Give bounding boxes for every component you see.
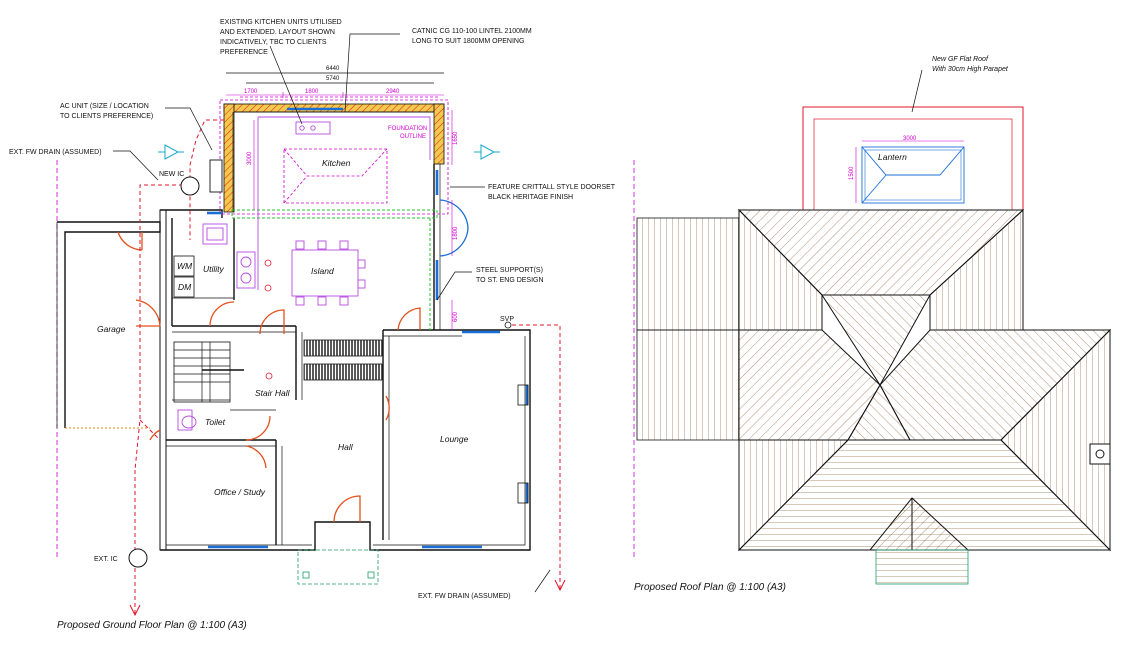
dim-depth: 3000 (247, 151, 253, 165)
room-kitchen: Kitchen (322, 158, 351, 168)
roof-plan-title: Proposed Roof Plan @ 1:100 (A3) (634, 582, 786, 593)
toilet-wc (177, 409, 193, 431)
roof-plan: New GF Flat Roof With 30cm High Parapet … (633, 56, 1112, 593)
svp-marker (504, 321, 512, 329)
room-office: Office / Study (214, 487, 266, 497)
dim-overall: 6440 (326, 66, 340, 72)
doors (149, 307, 421, 523)
room-island: Island (311, 266, 334, 276)
ext-ic-chamber (128, 548, 148, 568)
utility (135, 223, 256, 327)
new-ic-label: NEW IC (159, 171, 184, 178)
dim-seg3: 2940 (386, 89, 400, 95)
room-hall: Hall (338, 442, 354, 452)
ac-unit-note: AC UNIT (SIZE / LOCATION TO CLIENTS PREF… (60, 103, 153, 120)
ground-floor-title: Proposed Ground Floor Plan @ 1:100 (A3) (57, 620, 247, 631)
room-utility: Utility (203, 264, 225, 274)
steel-support-note: STEEL SUPPORT(S) TO ST. ENG DESIGN (476, 267, 545, 284)
front-porch (297, 549, 379, 585)
dim-seg2: 1800 (305, 89, 319, 95)
radiator-top (303, 339, 383, 357)
room-lounge: Lounge (440, 434, 469, 444)
lantern-width-dim: 3000 (903, 136, 917, 142)
lantern-depth-dim: 1500 (849, 166, 855, 180)
lintel-note: CATNIC CG 110-100 LINTEL 2100MM LONG TO … (412, 28, 534, 45)
kitchen-extension (207, 96, 469, 330)
main-house-walls (159, 209, 531, 551)
lantern-label: Lantern (878, 152, 907, 162)
dim-right-top: 1650 (453, 131, 459, 145)
staircase (173, 341, 244, 403)
ext-fw-drain-bottom-note: EXT. FW DRAIN (ASSUMED) (418, 593, 511, 600)
ext-fw-drain-left-note: EXT. FW DRAIN (ASSUMED) (9, 149, 102, 156)
dimension-lines (226, 72, 453, 330)
flat-roof-outline (802, 106, 1024, 211)
label-wm: WM (177, 261, 193, 271)
room-toilet: Toilet (205, 417, 226, 427)
foundation-outline-label: FOUNDATION OUTLINE (388, 126, 429, 140)
pitched-roof (636, 208, 1112, 585)
leader-lines (113, 33, 551, 593)
svp-label: SVP (500, 316, 514, 323)
radiator-bottom (303, 363, 383, 381)
dim-inner: 5740 (326, 76, 340, 82)
room-stair-hall: Stair Hall (255, 388, 291, 398)
flat-roof-note: New GF Flat Roof With 30cm High Parapet (932, 56, 1009, 73)
section-marker-a-right (474, 144, 500, 160)
ext-ic-label: EXT. IC (94, 556, 118, 563)
label-dm: DM (178, 282, 192, 292)
room-garage: Garage (97, 324, 126, 334)
ac-unit (209, 159, 223, 193)
new-ic-chamber (180, 176, 200, 196)
kitchen-units-note: EXISTING KITCHEN UNITS UTILISED AND EXTE… (220, 19, 344, 56)
dim-seg1: 1700 (244, 89, 258, 95)
ground-floor-plan: EXISTING KITCHEN UNITS UTILISED AND EXTE… (9, 19, 617, 631)
kitchen-island (291, 249, 359, 297)
section-marker-a-left (158, 144, 184, 160)
roof-lantern (861, 146, 965, 204)
doorset-note: FEATURE CRITTALL STYLE DOORSET BLACK HER… (488, 184, 617, 201)
dim-right-mid: 1800 (453, 226, 459, 240)
dim-right-bottom: 600 (453, 311, 459, 322)
